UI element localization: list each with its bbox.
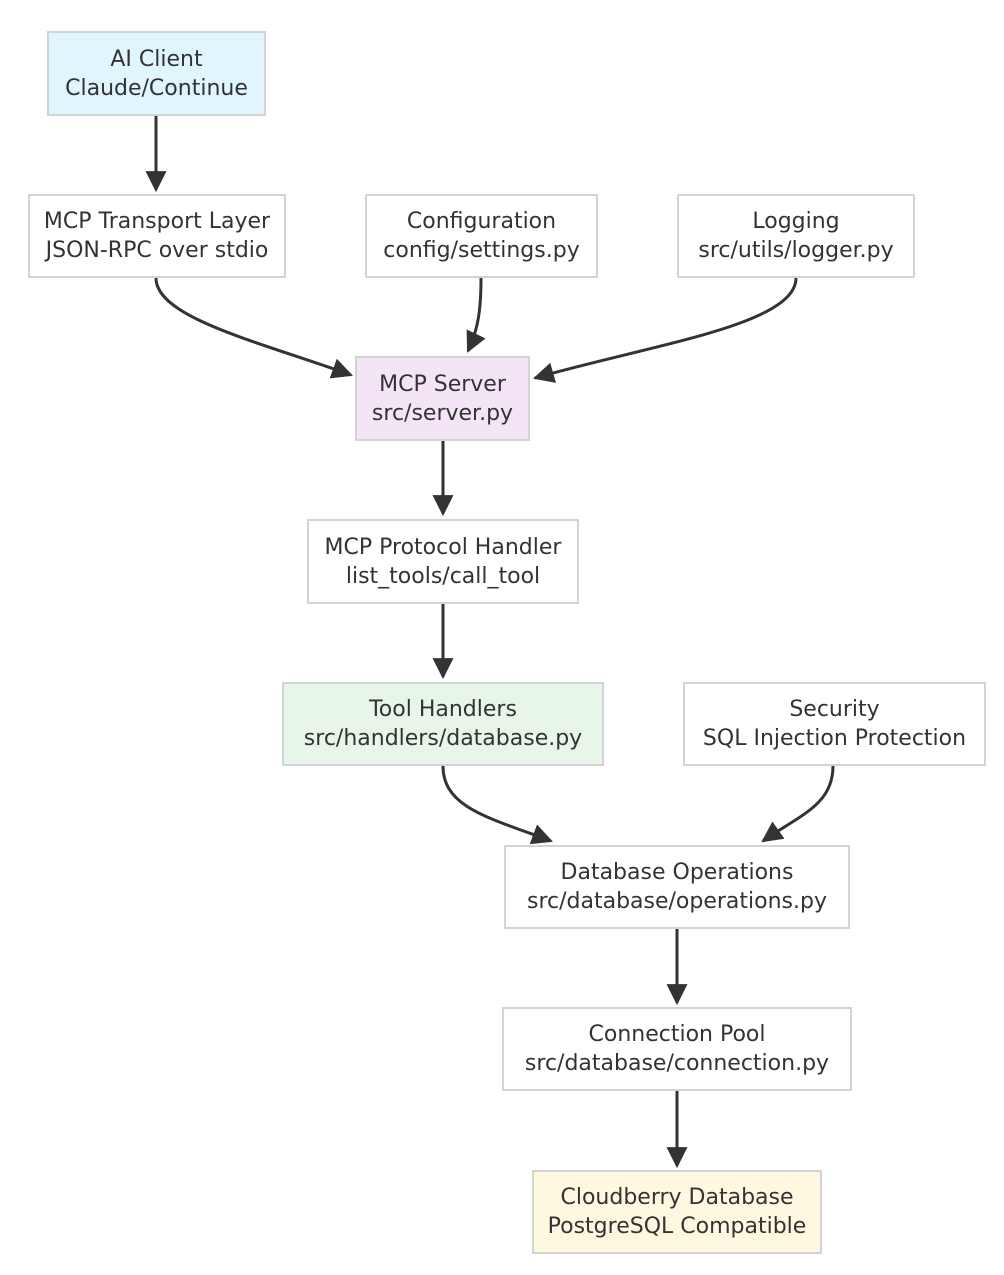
node-logging: Logging src/utils/logger.py	[677, 194, 915, 278]
node-connection-pool: Connection Pool src/database/connection.…	[502, 1007, 852, 1091]
edge-logging-to-server	[532, 277, 798, 383]
edge-tools-to-dbops	[441, 765, 553, 845]
node-security-title: Security	[789, 697, 880, 722]
node-tool-handlers: Tool Handlers src/handlers/database.py	[282, 682, 604, 766]
node-tool-handlers-subtitle: src/handlers/database.py	[303, 726, 583, 751]
node-database-operations-subtitle: src/database/operations.py	[526, 889, 827, 914]
node-database-operations: Database Operations src/database/operati…	[504, 845, 850, 929]
node-transport-layer-subtitle: JSON-RPC over stdio	[45, 238, 269, 263]
node-transport-layer-title: MCP Transport Layer	[43, 209, 271, 234]
node-transport-layer: MCP Transport Layer JSON-RPC over stdio	[28, 194, 286, 278]
node-cloudberry-database-title: Cloudberry Database	[560, 1185, 794, 1210]
node-connection-pool-subtitle: src/database/connection.py	[524, 1051, 830, 1076]
node-protocol-handler-title: MCP Protocol Handler	[324, 534, 562, 560]
node-ai-client: AI Client Claude/Continue	[47, 31, 266, 116]
node-tool-handlers-title: Tool Handlers	[369, 697, 517, 722]
node-ai-client-subtitle: Claude/Continue	[65, 75, 248, 101]
node-configuration: Configuration config/settings.py	[365, 194, 598, 278]
node-security-subtitle: SQL Injection Protection	[702, 726, 967, 751]
node-mcp-server: MCP Server src/server.py	[355, 356, 530, 441]
node-protocol-handler-subtitle: list_tools/call_tool	[345, 563, 541, 589]
node-cloudberry-database: Cloudberry Database PostgreSQL Compatibl…	[532, 1170, 822, 1254]
node-connection-pool-title: Connection Pool	[588, 1022, 766, 1047]
node-protocol-handler: MCP Protocol Handler list_tools/call_too…	[307, 519, 579, 604]
node-mcp-server-subtitle: src/server.py	[371, 400, 514, 426]
edge-security-to-dbops	[761, 765, 835, 843]
node-cloudberry-database-subtitle: PostgreSQL Compatible	[547, 1214, 807, 1239]
node-logging-title: Logging	[752, 209, 840, 234]
node-configuration-title: Configuration	[406, 209, 557, 234]
node-configuration-subtitle: config/settings.py	[383, 238, 580, 263]
node-mcp-server-title: MCP Server	[379, 371, 506, 397]
node-security: Security SQL Injection Protection	[683, 682, 986, 766]
edge-config-to-server	[466, 277, 486, 353]
node-database-operations-title: Database Operations	[560, 860, 794, 885]
node-logging-subtitle: src/utils/logger.py	[698, 238, 894, 263]
node-ai-client-title: AI Client	[110, 46, 203, 72]
edge-transport-to-server	[154, 277, 353, 379]
